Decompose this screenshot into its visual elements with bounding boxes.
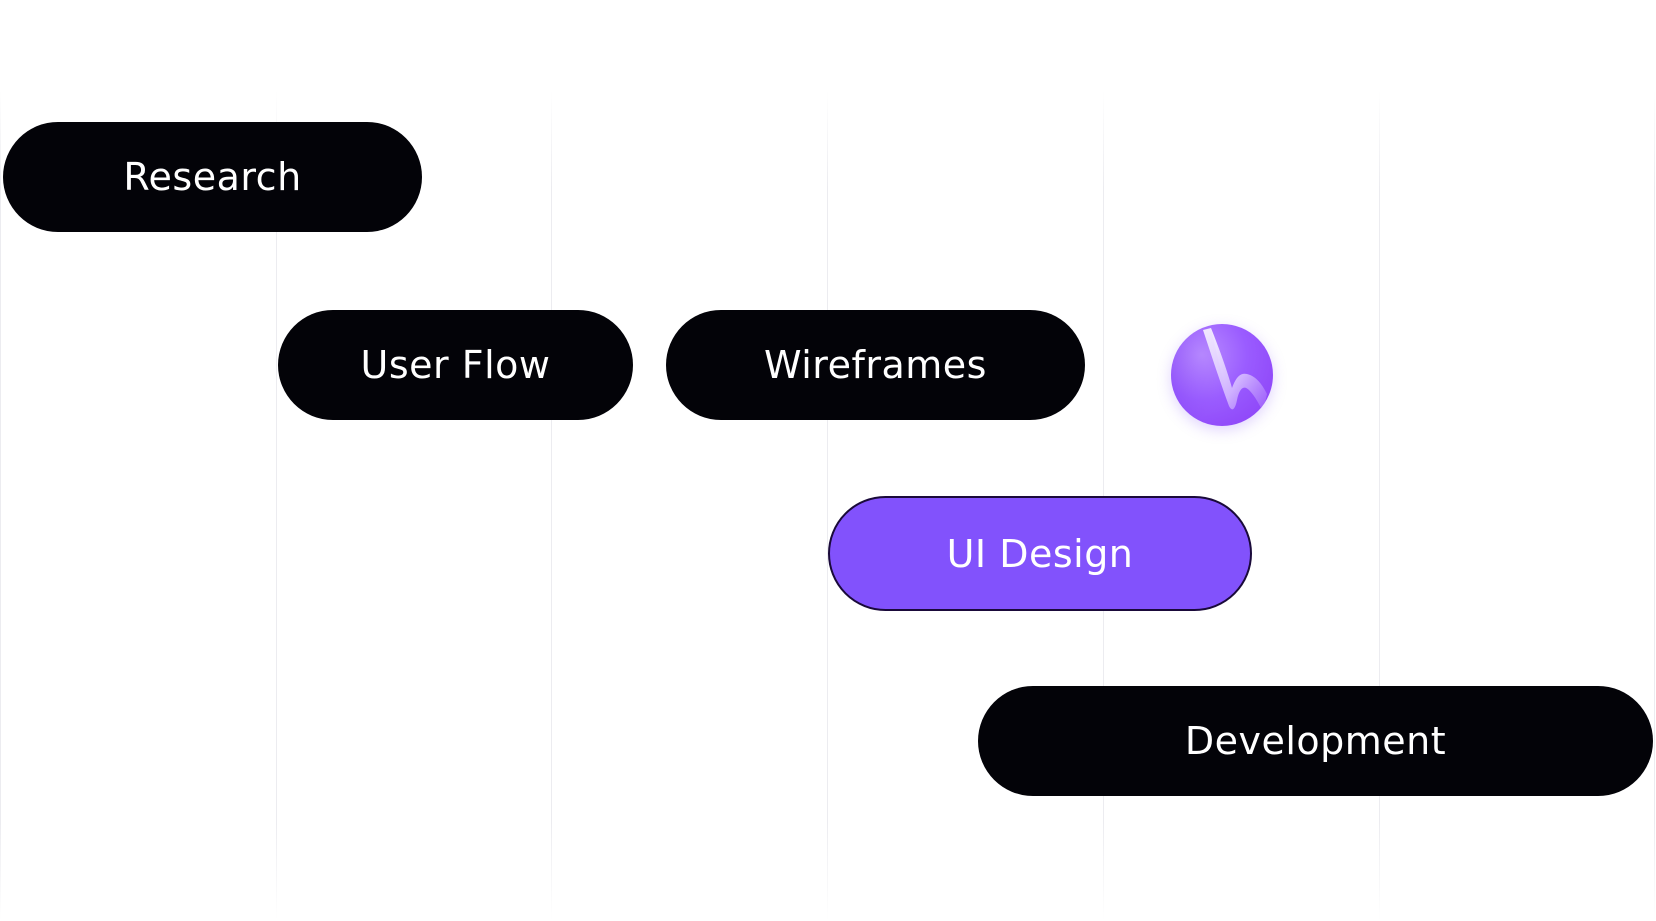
stage-ui-design[interactable]: UI Design — [828, 496, 1252, 611]
stage-development-label: Development — [1184, 719, 1447, 763]
grid-line-4 — [827, 90, 828, 921]
stage-wireframes[interactable]: Wireframes — [666, 310, 1085, 420]
stage-development[interactable]: Development — [978, 686, 1653, 796]
grid-line-7 — [1654, 90, 1655, 921]
grid-line-6 — [1379, 90, 1380, 921]
stage-research-label: Research — [123, 155, 302, 199]
stage-ui-design-label: UI Design — [946, 531, 1134, 576]
grid-line-2 — [276, 90, 277, 921]
gradient-orb-logo-icon — [1171, 324, 1273, 426]
stage-user-flow[interactable]: User Flow — [278, 310, 633, 420]
stage-user-flow-label: User Flow — [360, 343, 551, 387]
grid-line-1 — [0, 90, 1, 921]
grid-line-3 — [551, 90, 552, 921]
stage-research[interactable]: Research — [3, 122, 422, 232]
stage-wireframes-label: Wireframes — [764, 343, 987, 387]
